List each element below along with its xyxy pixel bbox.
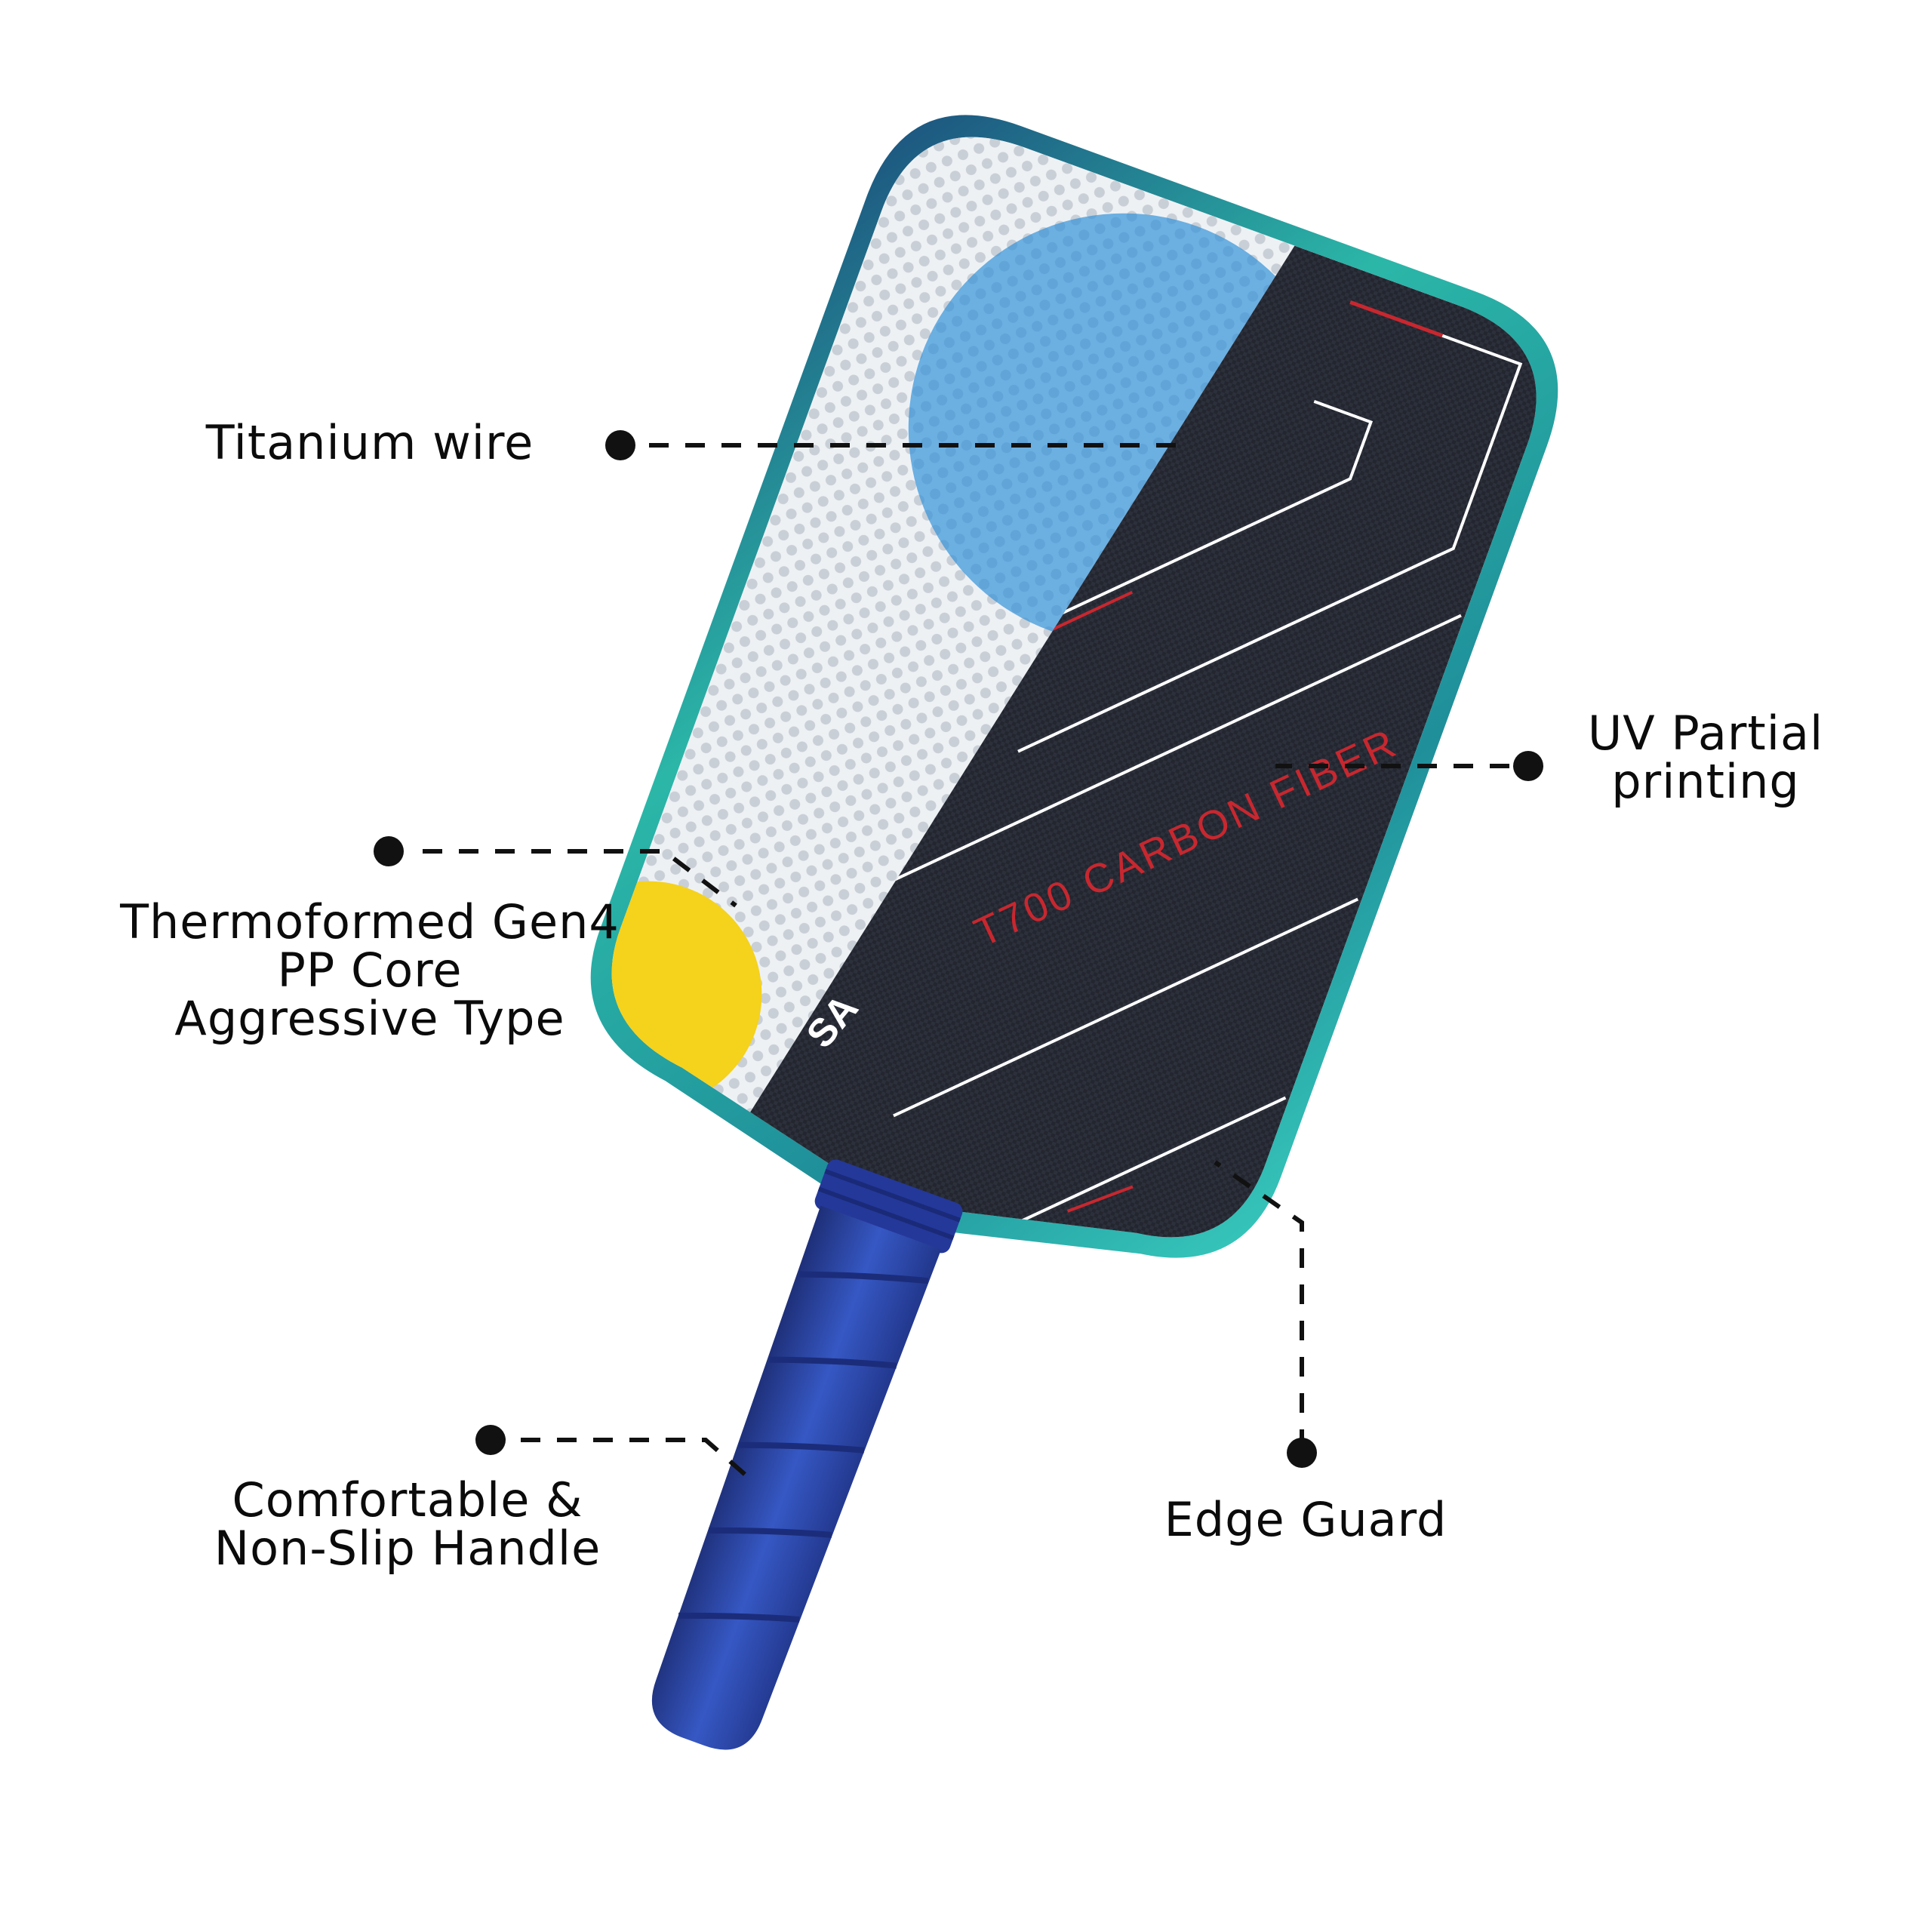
callout-text: Comfortable & [232, 1472, 583, 1527]
callout-text: PP Core [277, 943, 463, 998]
leader-handle [521, 1438, 756, 1485]
callout-text: Titanium wire [205, 415, 534, 470]
callout-text: Aggressive Type [174, 991, 565, 1046]
callout-text: printing [1611, 754, 1800, 809]
callout-text: Thermoformed Gen4 [120, 894, 620, 949]
callout-pp-core: Thermoformed Gen4 PP Core Aggressive Typ… [106, 898, 634, 1043]
callout-edge-guard: Edge Guard [1132, 1496, 1479, 1544]
callout-dot [475, 1425, 506, 1455]
callout-handle: Comfortable & Non-Slip Handle [174, 1476, 641, 1573]
leader-edge [1214, 1160, 1304, 1449]
callout-text: Edge Guard [1164, 1492, 1447, 1547]
callout-dot [1513, 751, 1543, 781]
leader-core [423, 849, 737, 908]
callout-titanium-wire: Titanium wire [189, 419, 551, 467]
callout-text: UV Partial [1587, 706, 1824, 761]
callout-dot [1287, 1438, 1317, 1468]
callout-dot [605, 430, 635, 460]
callout-dot [374, 836, 404, 866]
callout-text: Non-Slip Handle [214, 1521, 601, 1576]
callout-uv-printing: UV Partial printing [1555, 709, 1857, 806]
